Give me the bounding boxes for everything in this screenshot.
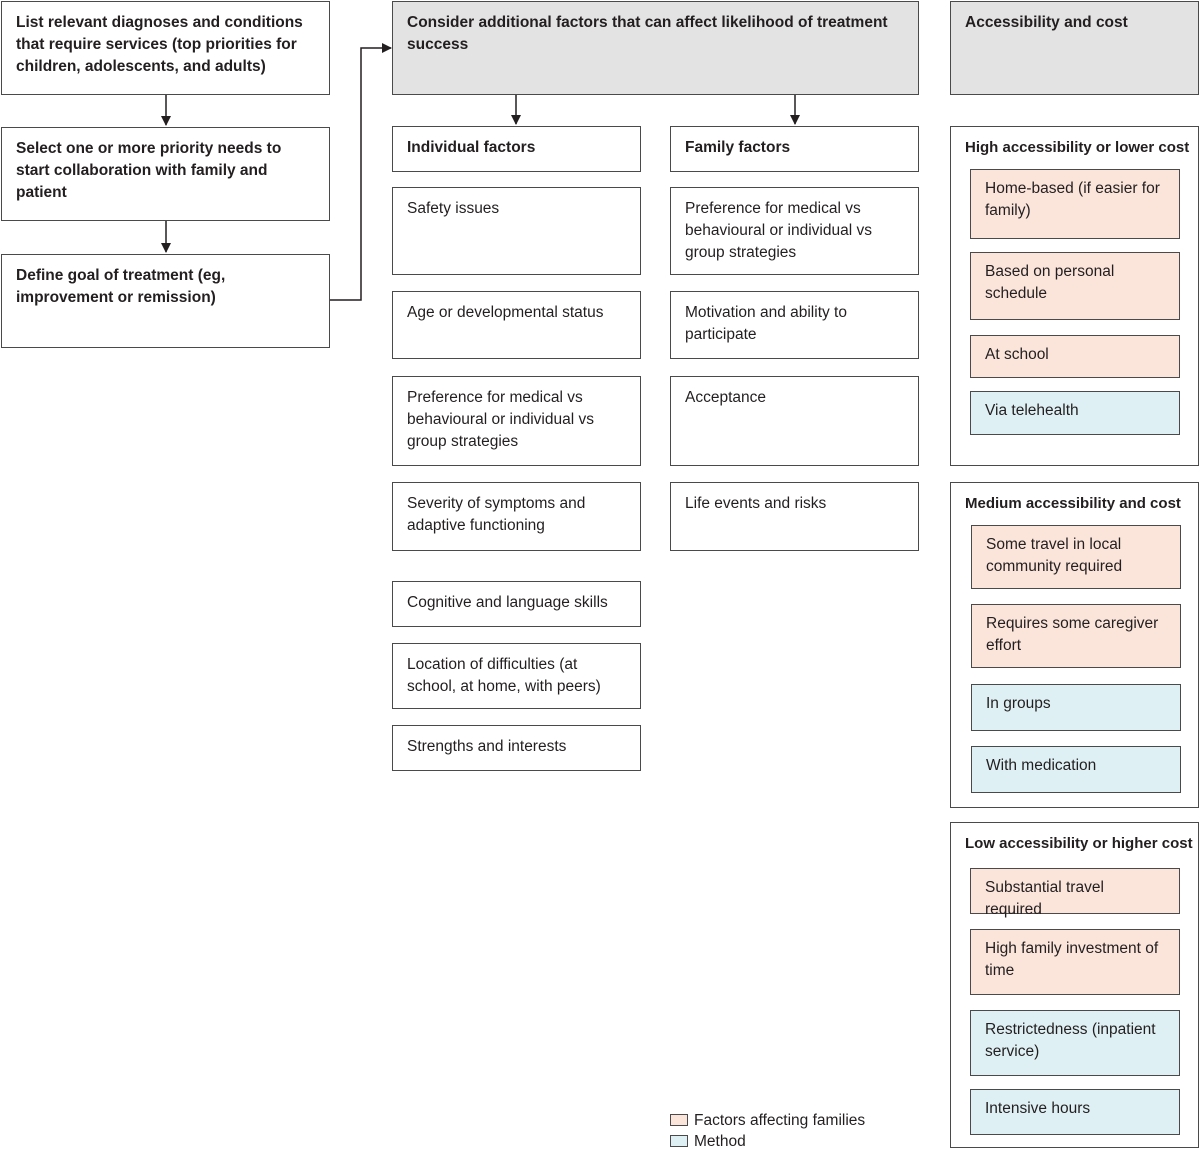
- access-at-school: At school: [970, 335, 1180, 378]
- medium-accessibility-panel: Medium accessibility and cost Some trave…: [950, 482, 1199, 808]
- accessibility-cost-header: Accessibility and cost: [950, 1, 1199, 95]
- individual-factor-strengths: Strengths and interests: [392, 725, 641, 771]
- family-factor-life-events: Life events and risks: [670, 482, 919, 551]
- step-select-priority: Select one or more priority needs to sta…: [1, 127, 330, 221]
- individual-factors-header: Individual factors: [392, 126, 641, 172]
- low-accessibility-panel: Low accessibility or higher cost Substan…: [950, 822, 1199, 1148]
- family-factor-acceptance: Acceptance: [670, 376, 919, 466]
- individual-factor-safety: Safety issues: [392, 187, 641, 275]
- family-factor-preference: Preference for medical vs behavioural or…: [670, 187, 919, 275]
- legend-method-swatch: [670, 1134, 688, 1147]
- access-intensive-hours: Intensive hours: [970, 1089, 1180, 1135]
- access-family-investment: High family investment of time: [970, 929, 1180, 995]
- access-in-groups: In groups: [971, 684, 1181, 731]
- step-define-goal: Define goal of treatment (eg, improvemen…: [1, 254, 330, 348]
- medium-accessibility-title: Medium accessibility and cost: [965, 495, 1181, 512]
- access-telehealth: Via telehealth: [970, 391, 1180, 435]
- consider-factors-header: Consider additional factors that can aff…: [392, 1, 919, 95]
- access-home-based: Home-based (if easier for family): [970, 169, 1180, 239]
- access-with-medication: With medication: [971, 746, 1181, 793]
- access-substantial-travel: Substantial travel required: [970, 868, 1180, 918]
- low-accessibility-title: Low accessibility or higher cost: [965, 835, 1193, 852]
- legend-method: Method: [670, 1132, 746, 1149]
- access-restrictedness: Restrictedness (inpatient service): [970, 1010, 1180, 1076]
- access-caregiver-effort: Requires some caregiver effort: [971, 604, 1181, 668]
- family-factor-motivation: Motivation and ability to participate: [670, 291, 919, 359]
- legend-method-label: Method: [694, 1133, 746, 1149]
- arrow-goal-to-consider: [330, 43, 392, 301]
- individual-factor-age: Age or developmental status: [392, 291, 641, 359]
- family-factors-header: Family factors: [670, 126, 919, 172]
- high-accessibility-panel: High accessibility or lower cost Home-ba…: [950, 126, 1199, 466]
- legend-families: Factors affecting families: [670, 1111, 865, 1131]
- legend-families-label: Factors affecting families: [694, 1112, 866, 1129]
- access-personal-schedule: Based on personal schedule: [970, 252, 1180, 320]
- high-accessibility-title: High accessibility or lower cost: [965, 139, 1190, 156]
- individual-factor-location: Location of difficulties (at school, at …: [392, 643, 641, 709]
- step-list-diagnoses: List relevant diagnoses and conditions t…: [1, 1, 330, 95]
- individual-factor-severity: Severity of symptoms and adaptive functi…: [392, 482, 641, 551]
- individual-factor-preference: Preference for medical vs behavioural or…: [392, 376, 641, 466]
- individual-factor-cognitive: Cognitive and language skills: [392, 581, 641, 627]
- access-local-travel: Some travel in local community required: [971, 525, 1181, 589]
- legend-families-swatch: [670, 1113, 688, 1126]
